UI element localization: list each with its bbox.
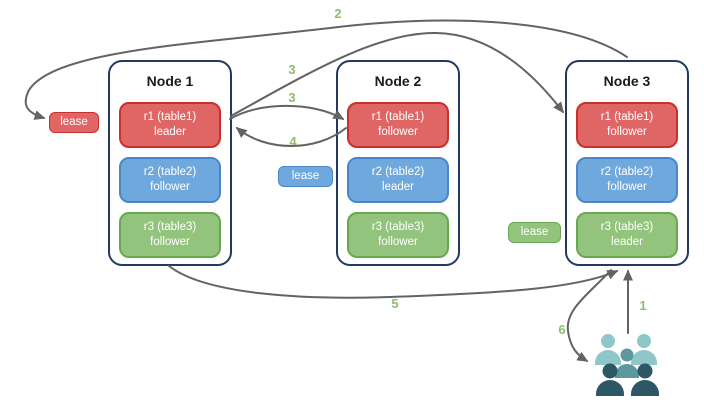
range-role: follower	[607, 181, 647, 193]
node-2-title: Node 2	[374, 73, 422, 89]
range-name: r2 (table2)	[600, 165, 654, 178]
node-2-range-r2: r2 (table2) leader	[347, 157, 449, 203]
range-role: leader	[382, 181, 414, 193]
step-label-4: 4	[289, 134, 297, 149]
range-name: r3 (table3)	[143, 220, 197, 233]
range-name: r1 (table1)	[600, 110, 654, 123]
range-role: follower	[150, 236, 190, 248]
step-label-2: 2	[334, 6, 342, 21]
range-name: r3 (table3)	[371, 220, 425, 233]
users-group-icon	[595, 334, 659, 396]
node-3-range-r2: r2 (table2) follower	[576, 157, 678, 203]
node-3-title: Node 3	[603, 73, 651, 89]
lease-badge-r1: lease	[49, 112, 99, 133]
arrow-step-3-to-node2	[229, 104, 345, 120]
node-3-range-r1: r1 (table1) follower	[576, 102, 678, 148]
node-2-range-r1: r1 (table1) follower	[347, 102, 449, 148]
node-1-range-r1: r1 (table1) leader	[119, 102, 221, 148]
step-label-1: 1	[639, 298, 647, 313]
range-role: follower	[150, 181, 190, 193]
arrow-step-5	[168, 265, 619, 299]
node-3-range-r3: r3 (table3) leader	[576, 212, 678, 258]
step-label-3-upper: 3	[288, 62, 296, 77]
range-name: r3 (table3)	[600, 220, 654, 233]
node-3: Node 3 r1 (table1) follower r2 (table2) …	[565, 60, 689, 266]
node-2-range-r3: r3 (table3) follower	[347, 212, 449, 258]
range-name: r2 (table2)	[371, 165, 425, 178]
node-1: Node 1 r1 (table1) leader r2 (table2) fo…	[108, 60, 232, 266]
range-role: leader	[154, 126, 186, 138]
range-role: leader	[611, 236, 643, 248]
range-role: follower	[378, 126, 418, 138]
node-1-range-r3: r3 (table3) follower	[119, 212, 221, 258]
range-name: r1 (table1)	[371, 110, 425, 123]
range-role: follower	[378, 236, 418, 248]
lease-badge-r3: lease	[508, 222, 561, 243]
node-1-range-r2: r2 (table2) follower	[119, 157, 221, 203]
step-label-3-lower: 3	[288, 90, 296, 105]
node-2: Node 2 r1 (table1) follower r2 (table2) …	[336, 60, 460, 266]
range-name: r2 (table2)	[143, 165, 197, 178]
range-name: r1 (table1)	[143, 110, 197, 123]
step-label-6: 6	[558, 322, 566, 337]
step-label-5: 5	[391, 296, 399, 311]
lease-badge-r2: lease	[278, 166, 333, 187]
node-1-title: Node 1	[146, 73, 194, 89]
range-role: follower	[607, 126, 647, 138]
